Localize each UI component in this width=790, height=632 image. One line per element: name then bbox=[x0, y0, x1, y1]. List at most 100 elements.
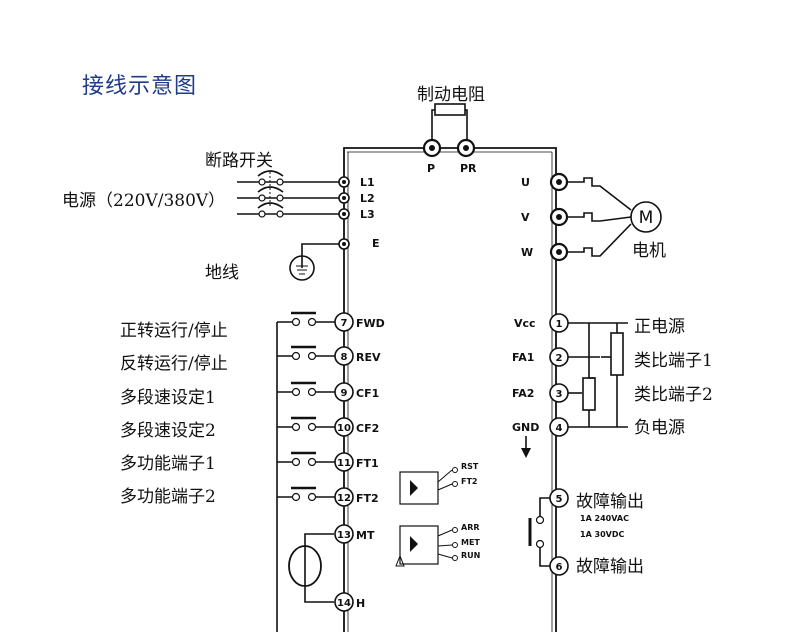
optocoupler-2-ground bbox=[395, 554, 405, 567]
opto1-led bbox=[410, 480, 418, 496]
terminal-4 bbox=[549, 417, 569, 437]
relay-rating-2: 1A 30VDC bbox=[580, 530, 625, 539]
terminal-8 bbox=[334, 346, 354, 366]
analog-label-fa2: 类比端子2 bbox=[634, 385, 713, 405]
label-l3: L3 bbox=[360, 208, 375, 221]
num-10: 10 bbox=[337, 423, 351, 434]
code-cf2: CF2 bbox=[356, 422, 379, 435]
meter-symbol bbox=[288, 545, 322, 587]
terminal-6 bbox=[549, 556, 569, 576]
num-6: 6 bbox=[556, 562, 563, 573]
relay-rating-1: 1A 240VAC bbox=[580, 514, 629, 523]
brake-resistor-label: 制动电阻 bbox=[417, 85, 485, 105]
gnd-arrow-head bbox=[521, 448, 531, 458]
terminal-11 bbox=[334, 452, 354, 472]
ground-label: 地线 bbox=[205, 263, 239, 283]
terminal-3 bbox=[549, 383, 569, 403]
input-label-ft2: 多功能端子2 bbox=[120, 487, 216, 507]
opto2-out-met: MET bbox=[461, 538, 480, 547]
motor-wire-v bbox=[568, 212, 632, 222]
fault-label-5: 故障输出 bbox=[576, 492, 644, 512]
input-label-ft1: 多功能端子1 bbox=[120, 454, 216, 474]
label-u: U bbox=[521, 176, 530, 189]
label-e: E bbox=[372, 237, 380, 250]
label-v: V bbox=[521, 211, 530, 224]
motor-label: 电机 bbox=[632, 241, 666, 261]
opto2-out-run: RUN bbox=[461, 551, 480, 560]
input-label-cf1: 多段速设定1 bbox=[120, 388, 216, 408]
fault-relay-wire bbox=[539, 497, 556, 567]
input-switches bbox=[277, 311, 336, 498]
analog-label-gnd: 负电源 bbox=[634, 418, 685, 438]
wire-vcc-down bbox=[588, 323, 595, 379]
terminal-5 bbox=[549, 488, 569, 508]
analog-label-fa1: 类比端子1 bbox=[634, 351, 713, 371]
num-8: 8 bbox=[341, 352, 348, 363]
optocoupler-2 bbox=[399, 525, 439, 565]
num-13: 13 bbox=[337, 530, 351, 541]
num-2: 2 bbox=[556, 353, 563, 364]
code-fa1: FA1 bbox=[512, 351, 534, 364]
num-12: 12 bbox=[337, 493, 351, 504]
breaker-arc-2 bbox=[257, 186, 284, 193]
label-pr: PR bbox=[460, 162, 477, 175]
terminal-1 bbox=[549, 313, 569, 333]
code-gnd: GND bbox=[512, 421, 539, 434]
terminal-10 bbox=[334, 417, 354, 437]
page-title: 接线示意图 bbox=[82, 74, 198, 99]
analog-label-vcc: 正电源 bbox=[634, 317, 685, 337]
resistor-fa2 bbox=[582, 377, 596, 411]
motor-wire-w bbox=[568, 223, 632, 257]
code-cf1: CF1 bbox=[356, 387, 379, 400]
code-fa2: FA2 bbox=[512, 387, 534, 400]
opto1-out-rst: RST bbox=[461, 462, 479, 471]
num-11: 11 bbox=[337, 458, 351, 469]
code-h: H bbox=[356, 597, 365, 610]
opto2-led bbox=[410, 536, 418, 552]
opto1-out-ft2: FT2 bbox=[461, 477, 478, 486]
power-source-label: 电源（220V/380V） bbox=[62, 191, 226, 211]
code-rev: REV bbox=[356, 351, 381, 364]
label-l1: L1 bbox=[360, 176, 375, 189]
num-9: 9 bbox=[341, 388, 348, 399]
opto2-out-arr: ARR bbox=[461, 523, 480, 532]
terminal-7 bbox=[334, 312, 354, 332]
resistor-symbol bbox=[434, 103, 466, 116]
optocoupler-2-wire bbox=[437, 529, 453, 559]
num-1: 1 bbox=[556, 319, 563, 330]
motor-wire-u bbox=[568, 177, 632, 211]
num-5: 5 bbox=[556, 494, 563, 505]
num-14: 14 bbox=[337, 598, 351, 609]
label-w: W bbox=[521, 246, 533, 259]
optocoupler-1-wire bbox=[437, 469, 453, 491]
fault-label-6: 故障输出 bbox=[576, 557, 644, 577]
terminal-14 bbox=[334, 592, 354, 612]
resistor-wire bbox=[431, 109, 468, 140]
breaker-label: 断路开关 bbox=[205, 151, 273, 171]
potentiometer-symbol bbox=[610, 332, 624, 376]
label-p: P bbox=[427, 162, 435, 175]
terminal-2 bbox=[549, 347, 569, 367]
code-ft2: FT2 bbox=[356, 492, 379, 505]
meter-wire bbox=[304, 533, 334, 603]
terminal-12 bbox=[334, 487, 354, 507]
code-fwd: FWD bbox=[356, 317, 385, 330]
motor-symbol: M bbox=[639, 208, 654, 228]
num-4: 4 bbox=[556, 423, 563, 434]
breaker-arc-1 bbox=[257, 170, 284, 177]
optocoupler-1 bbox=[399, 471, 439, 505]
code-vcc: Vcc bbox=[514, 317, 536, 330]
breaker-arc-3 bbox=[257, 202, 284, 209]
label-l2: L2 bbox=[360, 192, 375, 205]
num-7: 7 bbox=[341, 318, 348, 329]
code-ft1: FT1 bbox=[356, 457, 379, 470]
ground-wire bbox=[301, 243, 344, 268]
input-label-rev: 反转运行/停止 bbox=[120, 354, 228, 374]
num-3: 3 bbox=[556, 389, 563, 400]
terminal-9 bbox=[334, 382, 354, 402]
input-label-fwd: 正转运行/停止 bbox=[120, 321, 228, 341]
terminal-13 bbox=[334, 524, 354, 544]
input-label-cf2: 多段速设定2 bbox=[120, 421, 216, 441]
